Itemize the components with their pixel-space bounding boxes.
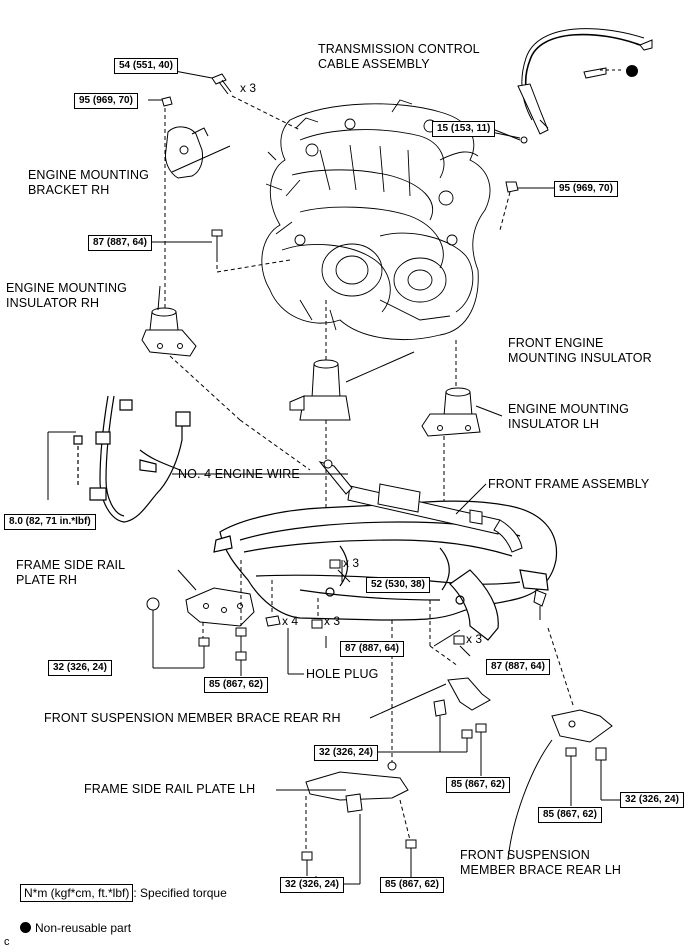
- brace-rear-lh-drawing: [507, 627, 620, 861]
- torque-54: 54 (551, 40): [114, 58, 178, 74]
- label-line: FRAME SIDE RAIL: [16, 558, 126, 572]
- label-brace-rear-rh: FRONT SUSPENSION MEMBER BRACE REAR RH: [44, 711, 341, 725]
- corner-letter: c: [4, 936, 10, 948]
- label-frame-side-rail-rh: FRAME SIDE RAIL PLATE RH: [16, 558, 125, 588]
- nonreusable-dot-icon: [626, 65, 638, 77]
- legend-torque-key: N*m (kgf*cm, ft.*lbf): [20, 884, 134, 902]
- label-engine-mount-insulator-rh: ENGINE MOUNTING INSULATOR RH: [6, 281, 127, 311]
- torque-15: 15 (153, 11): [432, 121, 496, 137]
- label-line: TRANSMISSION CONTROL: [318, 42, 480, 56]
- front-frame-drawing: [213, 500, 558, 641]
- label-line: BRACKET RH: [28, 183, 110, 197]
- engine-wire-drawing: [73, 395, 191, 523]
- transmission-cable-drawing: [489, 28, 653, 144]
- label-engine-wire: NO. 4 ENGINE WIRE: [178, 467, 300, 481]
- legend-torque-text: : Specified torque: [133, 886, 227, 900]
- nonreusable-dot-icon: [20, 922, 31, 933]
- torque-87-left: 87 (887, 64): [88, 235, 152, 251]
- label-line: FRONT ENGINE: [508, 336, 604, 350]
- label-engine-mount-bracket-rh: ENGINE MOUNTING BRACKET RH: [28, 168, 149, 198]
- insulator-lh-drawing: [421, 340, 481, 520]
- label-line: MEMBER BRACE REAR LH: [460, 863, 622, 877]
- torque-32-brace-rh: 32 (326, 24): [314, 745, 378, 761]
- bolt-87-left-drawing: [211, 229, 291, 273]
- torque-85-brace-rh: 85 (867, 62): [446, 777, 510, 793]
- insulator-rh-drawing: [141, 307, 311, 471]
- torque-87-center: 87 (887, 64): [340, 641, 404, 657]
- bracket-rh-drawing: [161, 73, 301, 330]
- label-front-engine-mount-insulator: FRONT ENGINE MOUNTING INSULATOR: [508, 336, 652, 366]
- side-rail-lh-drawing: [298, 620, 417, 885]
- torque-95-right: 95 (969, 70): [554, 181, 618, 197]
- side-rail-rh-drawing: [146, 560, 255, 669]
- brace-rear-rh-drawing: [369, 677, 491, 772]
- quantity-nut-87-center: x 3: [324, 614, 341, 628]
- nut-95-right-drawing: [499, 181, 519, 231]
- hole-plug-drawing: [265, 559, 465, 675]
- label-engine-mount-insulator-lh: ENGINE MOUNTING INSULATOR LH: [508, 402, 629, 432]
- label-line: CABLE ASSEMBLY: [318, 57, 430, 71]
- label-line: MOUNTING INSULATOR: [508, 351, 652, 365]
- legend-nonreusable-text: Non-reusable part: [35, 921, 132, 935]
- leader-lines: [47, 65, 572, 878]
- label-line: INSULATOR RH: [6, 296, 100, 310]
- torque-52: 52 (530, 38): [366, 577, 430, 593]
- label-line: PLATE RH: [16, 573, 77, 587]
- label-line: ENGINE MOUNTING: [6, 281, 127, 295]
- label-frame-side-rail-lh: FRAME SIDE RAIL PLATE LH: [84, 782, 256, 796]
- torque-32-rh: 32 (326, 24): [48, 660, 112, 676]
- torque-87-right: 87 (887, 64): [486, 659, 550, 675]
- quantity-nut-87-right: x 3: [466, 632, 483, 646]
- label-line: ENGINE MOUNTING: [508, 402, 629, 416]
- front-insulator-drawing: [289, 300, 351, 520]
- legend-torque: N*m (kgf*cm, ft.*lbf): Specified torque: [20, 884, 227, 902]
- label-hole-plug: HOLE PLUG: [306, 667, 379, 681]
- quantity-hole-plug: x 4: [282, 614, 299, 628]
- label-transmission-cable: TRANSMISSION CONTROL CABLE ASSEMBLY: [318, 42, 480, 72]
- torque-32-lh: 32 (326, 24): [280, 877, 344, 893]
- label-line: INSULATOR LH: [508, 417, 600, 431]
- quantity-nut-52: x 3: [343, 556, 360, 570]
- torque-85-rh: 85 (867, 62): [204, 677, 268, 693]
- torque-95-left: 95 (969, 70): [74, 93, 138, 109]
- torque-85-lh: 85 (867, 62): [380, 877, 444, 893]
- legend-nonreusable: Non-reusable part: [20, 921, 131, 935]
- label-line: ENGINE MOUNTING: [28, 168, 149, 182]
- quantity-bolt-54: x 3: [240, 81, 257, 95]
- label-line: FRONT SUSPENSION: [460, 848, 590, 862]
- torque-8: 8.0 (82, 71 in.*lbf): [4, 514, 96, 530]
- label-brace-rear-lh: FRONT SUSPENSION MEMBER BRACE REAR LH: [460, 848, 621, 878]
- torque-85-brace-lh: 85 (867, 62): [538, 807, 602, 823]
- torque-32-brace-lh: 32 (326, 24): [620, 792, 684, 808]
- label-front-frame: FRONT FRAME ASSEMBLY: [488, 477, 650, 491]
- steering-rack-drawing: [318, 459, 547, 647]
